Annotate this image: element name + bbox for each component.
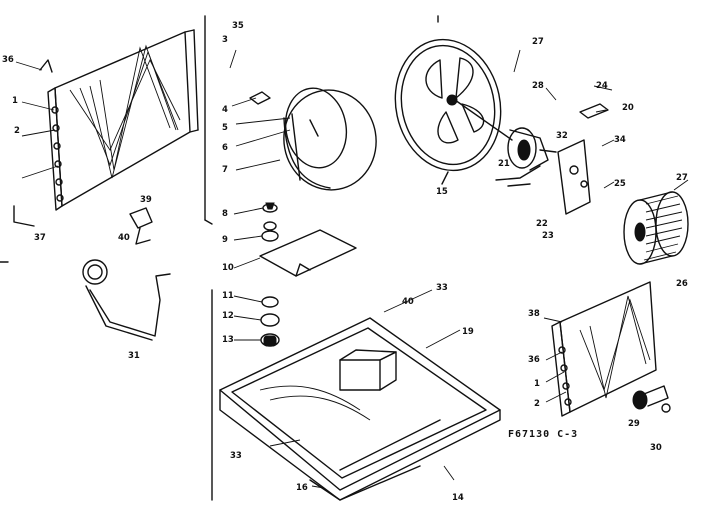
- callout-6: 6: [222, 143, 228, 153]
- callout-36-right: 36: [528, 355, 540, 365]
- callout-14: 14: [452, 493, 464, 503]
- compressor-mounts: [259, 202, 357, 347]
- callout-13: 13: [222, 335, 234, 345]
- diagram-code-label: F67130 C-3: [508, 429, 578, 440]
- callout-16: 16: [296, 483, 308, 493]
- motor-mount-bracket: [557, 103, 609, 215]
- callout-1-right: 1: [534, 379, 540, 389]
- leader-lines: [15, 49, 689, 489]
- callout-35: 35: [232, 21, 244, 31]
- callout-40: 40: [118, 233, 130, 243]
- callout-30: 30: [650, 443, 662, 453]
- fan-shroud: [394, 38, 502, 185]
- callout-3: 3: [222, 35, 228, 45]
- callout-8: 8: [222, 209, 228, 219]
- callout-9: 9: [222, 235, 228, 245]
- fan-motor: [454, 99, 557, 187]
- callout-numbers: 36 1 2 37 39 40 31 35 3 4 5 6 7 8 9 10 1…: [2, 21, 688, 503]
- callout-20: 20: [622, 103, 634, 113]
- tube-assembly: [82, 259, 171, 341]
- callout-23: 23: [542, 231, 554, 241]
- callout-2-right: 2: [534, 399, 540, 409]
- callout-19: 19: [462, 327, 474, 337]
- callout-33-bottom: 33: [230, 451, 242, 461]
- coil-return-bends: [51, 106, 64, 202]
- callout-31: 31: [128, 351, 140, 361]
- callout-27-right: 27: [676, 173, 688, 183]
- frame-lines: [0, 15, 439, 501]
- callout-29: 29: [628, 419, 640, 429]
- callout-39: 39: [140, 195, 152, 205]
- callout-26: 26: [676, 279, 688, 289]
- callout-32: 32: [556, 131, 568, 141]
- callout-10: 10: [222, 263, 234, 273]
- callout-2: 2: [14, 126, 20, 136]
- callout-37: 37: [34, 233, 46, 243]
- callout-28: 28: [532, 81, 544, 91]
- callout-34: 34: [614, 135, 626, 145]
- callout-15: 15: [436, 187, 448, 197]
- callout-4: 4: [222, 105, 228, 115]
- callout-7: 7: [222, 165, 228, 175]
- bracket-39: [129, 207, 153, 245]
- callout-22: 22: [536, 219, 548, 229]
- callout-40-dup: 40: [402, 297, 414, 307]
- compressor: [249, 87, 377, 191]
- callout-5: 5: [222, 123, 228, 133]
- callout-12: 12: [222, 311, 234, 321]
- callout-25: 25: [614, 179, 626, 189]
- callout-33-top: 33: [436, 283, 448, 293]
- callout-36-left: 36: [2, 55, 14, 65]
- callout-38: 38: [528, 309, 540, 319]
- callout-24: 24: [596, 81, 608, 91]
- callout-21: 21: [498, 159, 510, 169]
- callout-11: 11: [222, 291, 234, 301]
- blower-wheel: [623, 191, 689, 265]
- base-pan: [219, 317, 501, 501]
- callout-27-top: 27: [532, 37, 544, 47]
- callout-1: 1: [12, 96, 18, 106]
- drain-fitting: [632, 385, 671, 413]
- evaporator-coil: [551, 281, 657, 417]
- condenser-coil: [13, 29, 199, 227]
